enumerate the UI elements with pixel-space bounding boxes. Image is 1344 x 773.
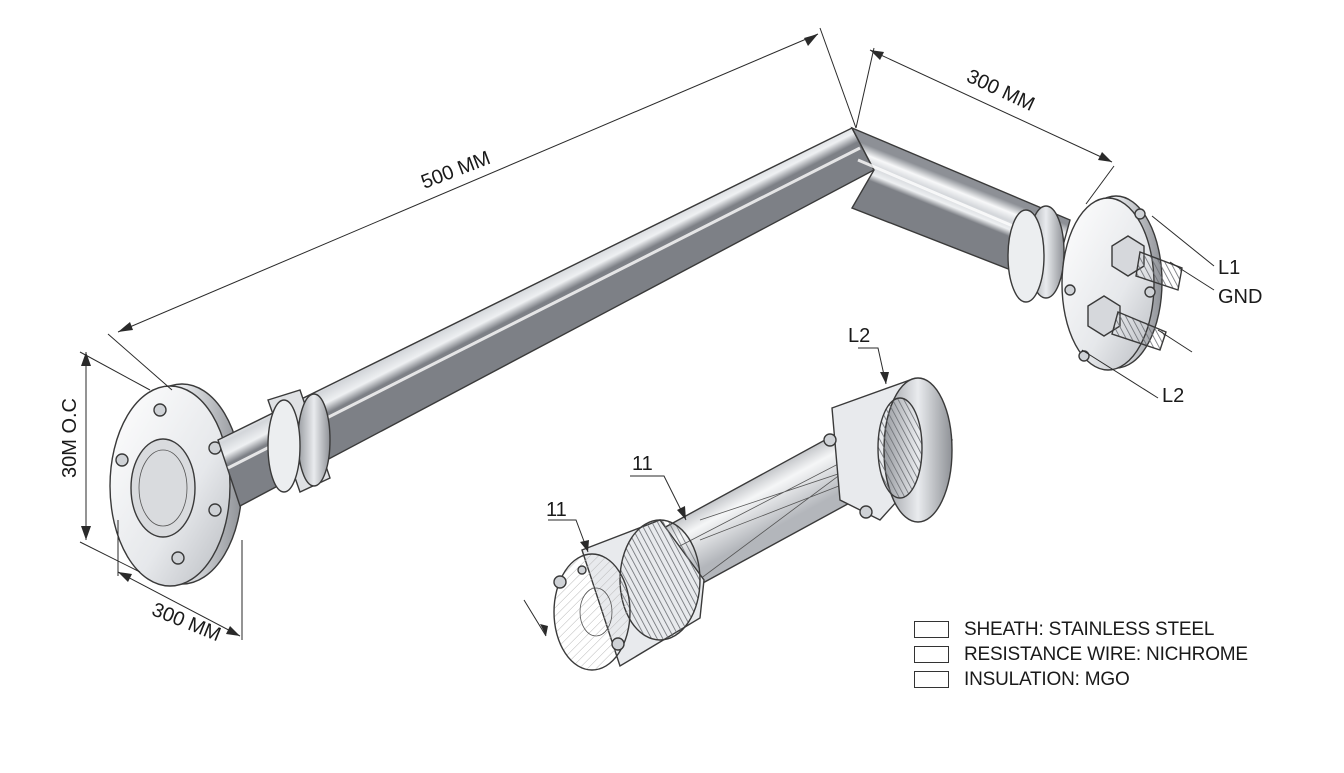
short-run-dimension: 300 MM: [963, 65, 1038, 115]
long-run-dimension: 500 MM: [418, 147, 493, 193]
legend-label: RESISTANCE WIRE: NICHROME: [964, 644, 1248, 665]
legend-item-insulation: INSULATION: MGO: [914, 669, 1334, 691]
legend-item-resistance-wire: RESISTANCE WIRE: NICHROME: [914, 644, 1334, 666]
terminal-studs: [1087, 235, 1183, 351]
flange-height-dimension: 30M O.C: [59, 398, 81, 478]
terminal-gnd-label: GND: [1218, 286, 1262, 308]
callout-left-label: 11: [546, 499, 567, 521]
legend-swatch: [914, 646, 949, 663]
legend-label: INSULATION: MGO: [964, 669, 1130, 690]
legend-item-sheath: SHEATH: STAINLESS STEEL: [914, 619, 1334, 641]
legend-swatch: [914, 621, 949, 638]
cutaway-element: [553, 377, 953, 671]
legend-label: SHEATH: STAINLESS STEEL: [964, 619, 1215, 640]
long-tube-collar: [267, 389, 331, 493]
terminal-l1-label: L1: [1218, 257, 1240, 279]
left-flange: [109, 383, 243, 587]
dimension-lines: [79, 27, 1215, 640]
callout-middle-label: 11: [632, 453, 653, 475]
legend-swatch: [914, 671, 949, 688]
flange-width-dimension: 300 MM: [149, 599, 224, 646]
terminal-l2-label: L2: [1162, 385, 1184, 407]
short-tube-collar: [1007, 205, 1065, 303]
callout-top-label: L2: [848, 325, 870, 347]
